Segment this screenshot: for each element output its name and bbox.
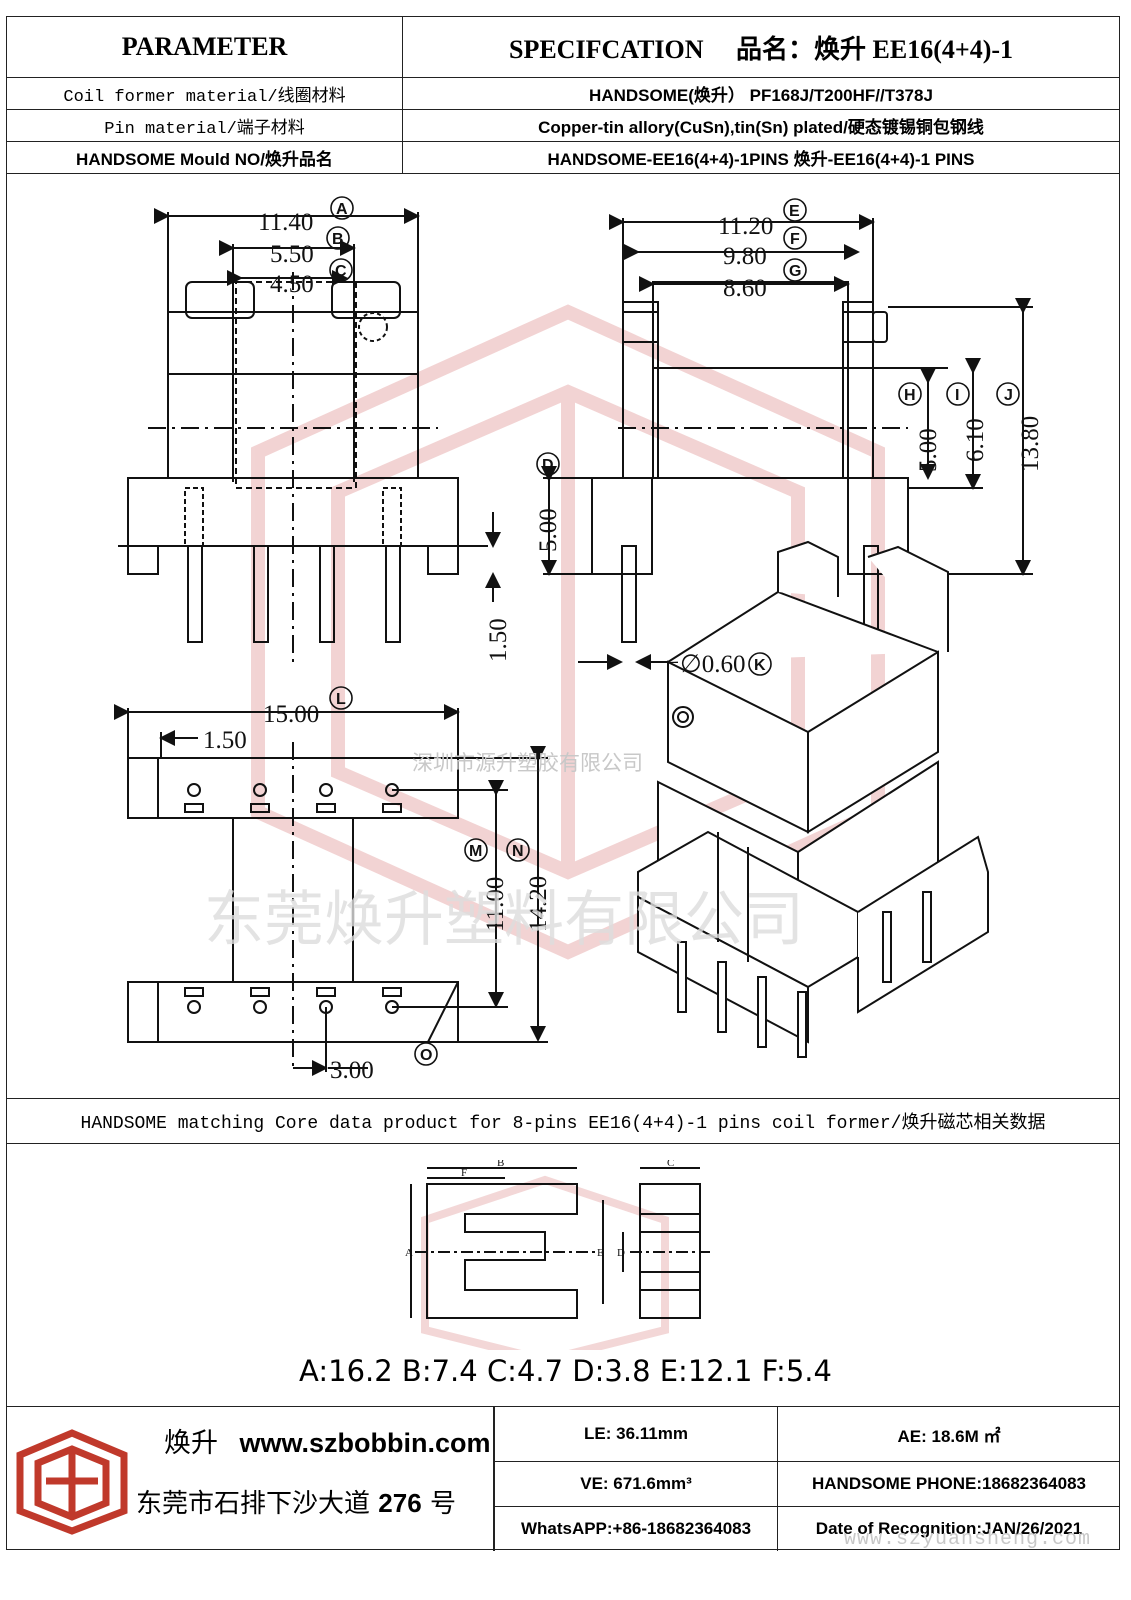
ref-d: D: [536, 452, 560, 476]
pin-material-label: Pin material/端子材料: [6, 109, 403, 142]
svg-text:L: L: [336, 691, 346, 708]
specification-header: SPECIFCATION 品名：焕升 EE16(4+4)-1: [402, 16, 1120, 78]
whatsapp-value: WhatsAPP:+86-18682364083: [494, 1506, 778, 1551]
dim-b: 5.50: [270, 241, 314, 268]
dim-g: 8.60: [723, 275, 767, 302]
ref-n: N: [506, 838, 530, 862]
dim-d: 5.00: [535, 508, 562, 552]
ref-o: O: [414, 1042, 438, 1066]
svg-text:A: A: [336, 201, 348, 218]
dim-h: 5.00: [915, 428, 942, 472]
spec-label: SPECIFCATION: [508, 34, 704, 64]
svg-text:E: E: [789, 203, 800, 220]
dim-l2: 1.50: [203, 727, 247, 754]
ref-g: G: [783, 258, 807, 282]
coil-material-label: Coil former material/线圈材料: [6, 77, 403, 110]
svg-text:H: H: [904, 387, 916, 404]
dim-m: 11.00: [482, 877, 509, 932]
brand-line: 焕升 www.szbobbin.com: [164, 1421, 491, 1460]
ref-i: I: [946, 382, 970, 406]
parameter-header: PARAMETER: [6, 16, 403, 78]
dim-i: 6.10: [962, 418, 989, 462]
address: 东莞市石排下沙大道 276 号: [136, 1483, 456, 1520]
core-drawing: B F A E D C: [405, 1160, 710, 1350]
core-label-a: A: [405, 1247, 413, 1259]
dim-a: 11.40: [258, 209, 313, 236]
dim-n: 14.20: [525, 876, 552, 932]
mould-no-value: HANDSOME-EE16(4+4)-1PINS 焕升-EE16(4+4)-1 …: [402, 141, 1120, 174]
ve-value: VE: 671.6mm³: [494, 1461, 778, 1508]
dim-l: 15.00: [263, 701, 319, 728]
coil-material-value: HANDSOME(焕升） PF168J/T200HF//T378J: [402, 77, 1120, 110]
watermark-url: www.szyuansheng.com: [843, 1528, 1091, 1551]
svg-text:K: K: [754, 657, 766, 674]
address-suffix: 号: [429, 1489, 456, 1519]
ae-value: AE: 18.6M ㎡: [777, 1407, 1120, 1463]
core-label-e: E: [597, 1247, 604, 1259]
bottom-view: [114, 704, 548, 1076]
svg-text:I: I: [955, 387, 959, 404]
core-label-d: D: [617, 1247, 625, 1259]
dim-c: 4.50: [270, 271, 314, 298]
phone-value: HANDSOME PHONE:18682364083: [777, 1461, 1120, 1508]
svg-text:M: M: [469, 843, 482, 860]
core-label-b: B: [497, 1160, 504, 1169]
mould-no-label: HANDSOME Mould NO/焕升品名: [6, 141, 403, 174]
side-view: [541, 214, 1033, 670]
dim-e: 11.20: [718, 213, 773, 240]
address-number: 276: [378, 1488, 422, 1518]
watermark-company-small: 深圳市源升塑胶有限公司: [412, 751, 643, 775]
svg-text:C: C: [335, 263, 347, 280]
svg-text:D: D: [542, 457, 554, 474]
address-cn: 东莞市石排下沙大道: [136, 1489, 371, 1519]
svg-text:J: J: [1004, 387, 1013, 404]
ref-c: C: [329, 258, 353, 282]
ref-e: E: [783, 198, 807, 222]
ref-a: A: [330, 196, 354, 220]
core-label-c: C: [667, 1160, 674, 1169]
ref-h: H: [898, 382, 922, 406]
isometric-view: [637, 540, 989, 1058]
dim-j: 13.80: [1017, 416, 1044, 472]
front-view: [118, 208, 501, 662]
product-name: 品名：焕升 EE16(4+4)-1: [736, 34, 1014, 64]
svg-text:O: O: [420, 1047, 432, 1064]
spec-table: PARAMETER SPECIFCATION 品名：焕升 EE16(4+4)-1…: [6, 16, 1120, 174]
core-dimensions: A:16.2 B:7.4 C:4.7 D:3.8 E:12.1 F:5.4: [299, 1354, 832, 1388]
ref-l: L: [329, 686, 353, 710]
website-link[interactable]: www.szbobbin.com: [239, 1428, 491, 1458]
ref-b: B: [326, 226, 350, 250]
dim-k: ∅0.60: [680, 651, 746, 678]
watermark-company-large: 东莞焕升塑料有限公司: [204, 885, 804, 955]
brand-block: 焕升 www.szbobbin.com 东莞市石排下沙大道 276 号: [6, 1407, 494, 1551]
ref-j: J: [996, 382, 1020, 406]
ref-m: M: [464, 838, 488, 862]
ref-k: K: [748, 652, 772, 676]
brand-name: 焕升: [164, 1428, 218, 1459]
core-info-table: LE: 36.11mm AE: 18.6M ㎡ VE: 671.6mm³ HAN…: [494, 1407, 1120, 1551]
pin-material-value: Copper-tin allory(CuSn),tin(Sn) plated/硬…: [402, 109, 1120, 142]
company-logo-icon: [16, 1429, 128, 1535]
svg-text:F: F: [790, 231, 800, 248]
technical-drawing: 11.40 5.50 4.50 11.20 9.80 8.60 5.00 6.1…: [114, 196, 1044, 1084]
ref-f: F: [783, 226, 807, 250]
svg-text:N: N: [512, 843, 524, 860]
le-value: LE: 36.11mm: [494, 1407, 778, 1463]
svg-text:B: B: [332, 231, 344, 248]
svg-text:G: G: [789, 263, 801, 280]
dim-o: 3.00: [330, 1057, 374, 1084]
core-label-f: F: [461, 1167, 467, 1179]
core-data-title: HANDSOME matching Core data product for …: [6, 1098, 1120, 1144]
dim-pin-length: 1.50: [485, 618, 512, 662]
footer: 焕升 www.szbobbin.com 东莞市石排下沙大道 276 号 LE: …: [6, 1406, 1120, 1551]
date-value: Date of Recognition:JAN/26/2021: [777, 1506, 1120, 1551]
dim-f: 9.80: [723, 243, 767, 270]
core-logo-watermark: [421, 1175, 669, 1350]
